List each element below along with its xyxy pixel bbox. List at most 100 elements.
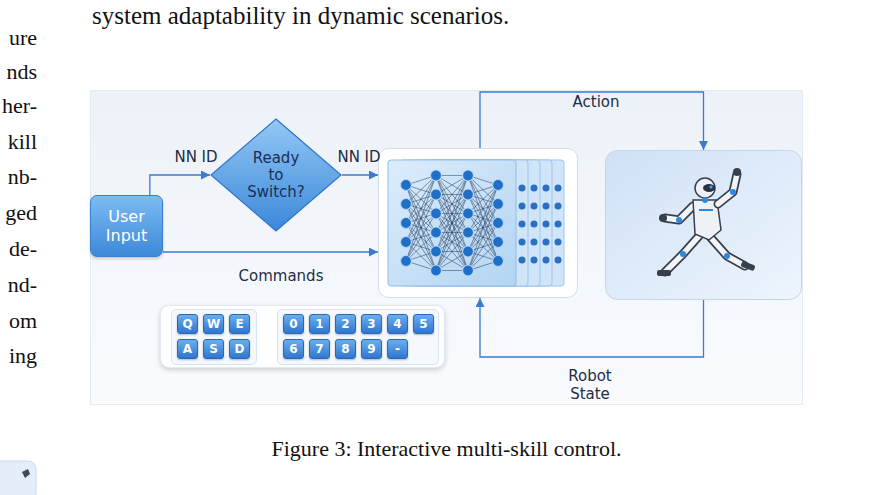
connector-arrow bbox=[342, 174, 378, 175]
neuron bbox=[463, 208, 474, 219]
robot-joint bbox=[730, 189, 736, 195]
network-layer-card bbox=[388, 160, 516, 286]
neuron bbox=[555, 221, 562, 228]
key-cap: 6 bbox=[283, 339, 304, 359]
margin-text-fragment: om bbox=[0, 308, 37, 334]
connector-arrow bbox=[480, 92, 704, 150]
neuron bbox=[431, 246, 442, 257]
neuron bbox=[463, 265, 474, 276]
neuron bbox=[431, 265, 442, 276]
synapse bbox=[436, 176, 468, 271]
connector-arrow bbox=[480, 298, 704, 357]
diamond-outline bbox=[211, 119, 341, 231]
neuron bbox=[493, 237, 504, 248]
key-cap: A bbox=[177, 339, 198, 359]
robot-accent bbox=[699, 209, 713, 211]
diamond-text: Ready to Switch? bbox=[244, 150, 308, 201]
neuron bbox=[463, 227, 474, 238]
neuron bbox=[519, 257, 526, 264]
key-cap: 8 bbox=[335, 339, 356, 359]
figure-caption: Figure 3: Interactive multi-skill contro… bbox=[0, 436, 893, 462]
key-cap: 9 bbox=[361, 339, 382, 359]
robot-head bbox=[695, 178, 715, 198]
margin-text-fragment: nds bbox=[0, 59, 37, 85]
input-box: User Input bbox=[90, 195, 163, 257]
key-text: E bbox=[235, 317, 243, 331]
key-cap: 7 bbox=[309, 339, 330, 359]
robot-foot bbox=[740, 261, 755, 271]
key-cap: 0 bbox=[283, 314, 304, 334]
neuron bbox=[401, 180, 412, 191]
neuron bbox=[431, 170, 442, 181]
neuron bbox=[493, 256, 504, 267]
key-text: 0 bbox=[289, 317, 297, 331]
margin-text-fragment: her- bbox=[0, 93, 37, 119]
decision-diamond: Ready to Switch? bbox=[210, 118, 342, 232]
body-text: system adaptability in dynamic scenarios… bbox=[92, 2, 509, 30]
margin-text-fragment: nd- bbox=[0, 272, 37, 298]
network-frame bbox=[379, 149, 578, 298]
key-text: - bbox=[395, 342, 400, 356]
neuron bbox=[531, 221, 538, 228]
key-cap: W bbox=[203, 314, 224, 334]
robot-figure bbox=[657, 168, 756, 276]
neuron bbox=[493, 180, 504, 191]
robot-limb bbox=[718, 174, 737, 204]
robot-hand bbox=[733, 168, 741, 176]
robot-limb bbox=[665, 236, 699, 272]
neuron bbox=[543, 203, 550, 210]
cropped-icon bbox=[0, 458, 38, 495]
shape-art bbox=[605, 150, 802, 300]
edge-label: Robot State bbox=[560, 367, 620, 403]
robot-limb bbox=[718, 174, 737, 204]
robot-limb bbox=[711, 238, 745, 266]
synapse bbox=[436, 214, 468, 271]
key-text: 2 bbox=[341, 317, 349, 331]
robot-limb bbox=[711, 238, 745, 266]
neuron bbox=[519, 185, 526, 192]
key-text: 8 bbox=[341, 342, 349, 356]
neuron bbox=[543, 221, 550, 228]
synapse bbox=[436, 176, 468, 271]
neuron bbox=[401, 199, 412, 210]
robot-hand bbox=[659, 214, 667, 222]
key-text: 9 bbox=[367, 342, 375, 356]
key-text: 5 bbox=[419, 317, 427, 331]
input-text: User Input bbox=[97, 207, 157, 245]
key-text: D bbox=[235, 342, 245, 356]
neuron bbox=[463, 170, 474, 181]
key-text: Q bbox=[182, 317, 192, 331]
key-cap: - bbox=[387, 339, 408, 359]
robot-joint bbox=[724, 253, 730, 259]
icon-frame bbox=[0, 461, 36, 495]
network-box bbox=[378, 148, 578, 298]
key-text: 4 bbox=[393, 317, 401, 331]
key-text: W bbox=[207, 317, 220, 331]
edge-label: NN ID bbox=[174, 148, 217, 166]
neuron bbox=[531, 239, 538, 246]
edge-label: NN ID bbox=[337, 148, 380, 166]
robot-eye bbox=[709, 185, 712, 188]
key-cap: D bbox=[229, 339, 250, 359]
robot-limb bbox=[665, 236, 699, 272]
robot-foot bbox=[657, 270, 671, 276]
margin-text-fragment: kill bbox=[0, 129, 37, 155]
robot-joint bbox=[702, 197, 708, 203]
synapse bbox=[406, 233, 436, 262]
icon-shape bbox=[22, 469, 30, 478]
robot-joint bbox=[676, 217, 682, 223]
neuron bbox=[431, 189, 442, 200]
synapse bbox=[468, 242, 498, 271]
neuron bbox=[401, 218, 412, 229]
connector-arrow bbox=[150, 175, 210, 195]
key-cap: S bbox=[203, 339, 224, 359]
key-cap: E bbox=[229, 314, 250, 334]
margin-text-fragment: ged bbox=[0, 200, 37, 226]
neuron bbox=[543, 239, 550, 246]
neuron bbox=[493, 199, 504, 210]
neuron bbox=[543, 185, 550, 192]
key-cap: 1 bbox=[309, 314, 330, 334]
key-text: A bbox=[183, 342, 192, 356]
robot-frame bbox=[606, 151, 802, 300]
neuron bbox=[519, 221, 526, 228]
